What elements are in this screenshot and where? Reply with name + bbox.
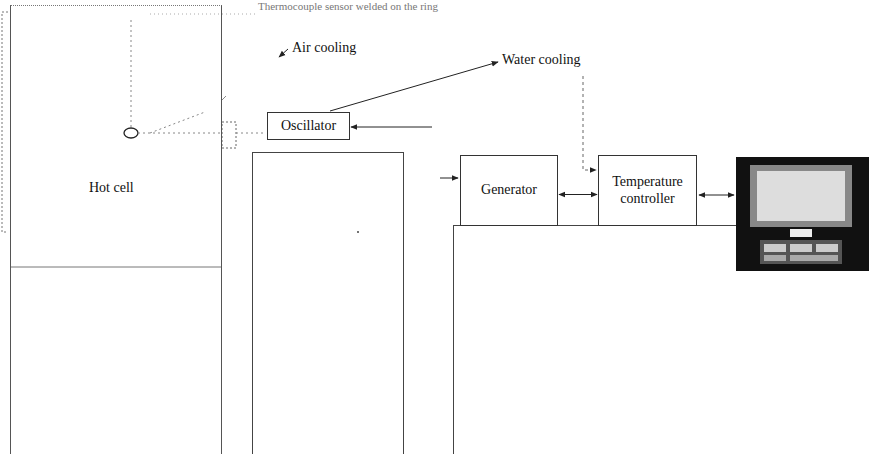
double-arrow: [559, 194, 597, 195]
hot-cell-box: Hot cell: [10, 5, 222, 454]
sensor-note: Thermocouple sensor welded on the ring: [256, 0, 440, 13]
node-text: Hot cell: [89, 180, 134, 197]
node-text: Generator: [481, 182, 537, 199]
node-text: Temperature controller: [603, 174, 692, 208]
oscillator-box: Oscillator: [267, 112, 350, 140]
node-text: Oscillator: [281, 118, 336, 135]
cooling-label: Air cooling: [290, 40, 358, 57]
generator-box: Generator: [460, 155, 558, 226]
controller-box: Temperature controller: [598, 155, 697, 226]
cooling-label: Water cooling: [500, 52, 583, 69]
